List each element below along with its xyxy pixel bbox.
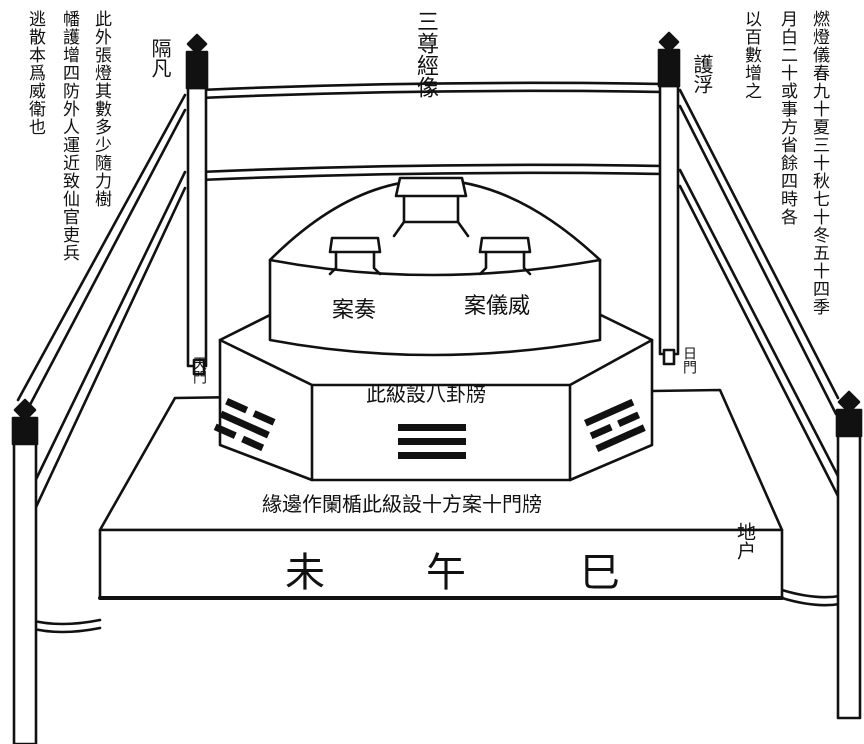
rope-railings [16, 81, 842, 634]
left-note-1: 此外張燈其數多少隨力樹 [91, 10, 111, 208]
trigram-front [398, 424, 466, 459]
right-gate-label: 日門 [681, 346, 697, 374]
right-pole-label: 護浮 [690, 54, 714, 94]
offering-tables [328, 176, 532, 276]
base-char-3: 巳 [580, 550, 620, 596]
trigram-left [213, 398, 276, 452]
trigrams [213, 398, 646, 459]
left-note-3: 逃散本爲威衛也 [25, 10, 45, 136]
dome-left-text: 案奏 [332, 298, 377, 323]
pole-finials [11, 31, 863, 446]
base-char-1: 未 [285, 550, 325, 596]
right-note-3: 以百數增之 [741, 10, 761, 100]
left-pole-label: 隔凡 [148, 38, 172, 78]
right-note-2: 月白二十或事方省餘四時各 [777, 10, 797, 226]
top-label: 三尊經像 [413, 10, 438, 98]
left-gate-label: 天門 [191, 356, 207, 384]
dome-right-text: 案儀威 [464, 294, 531, 319]
left-note-2: 幡護增四防外人運近致仙官吏兵 [59, 10, 79, 262]
dome-tier [268, 178, 602, 357]
corner-label: 地户 [734, 522, 756, 560]
lower-tier-text: 緣邊作闌楯此級設十方案十門牓 [262, 492, 542, 516]
trigram-right [584, 398, 646, 452]
base-char-2: 午 [426, 550, 466, 596]
middle-tier-text: 此級設八卦牓 [366, 382, 486, 406]
gate-markers [192, 348, 676, 376]
right-note-1: 燃燈儀春九十夏三十秋七十冬五十四季 [809, 10, 829, 316]
